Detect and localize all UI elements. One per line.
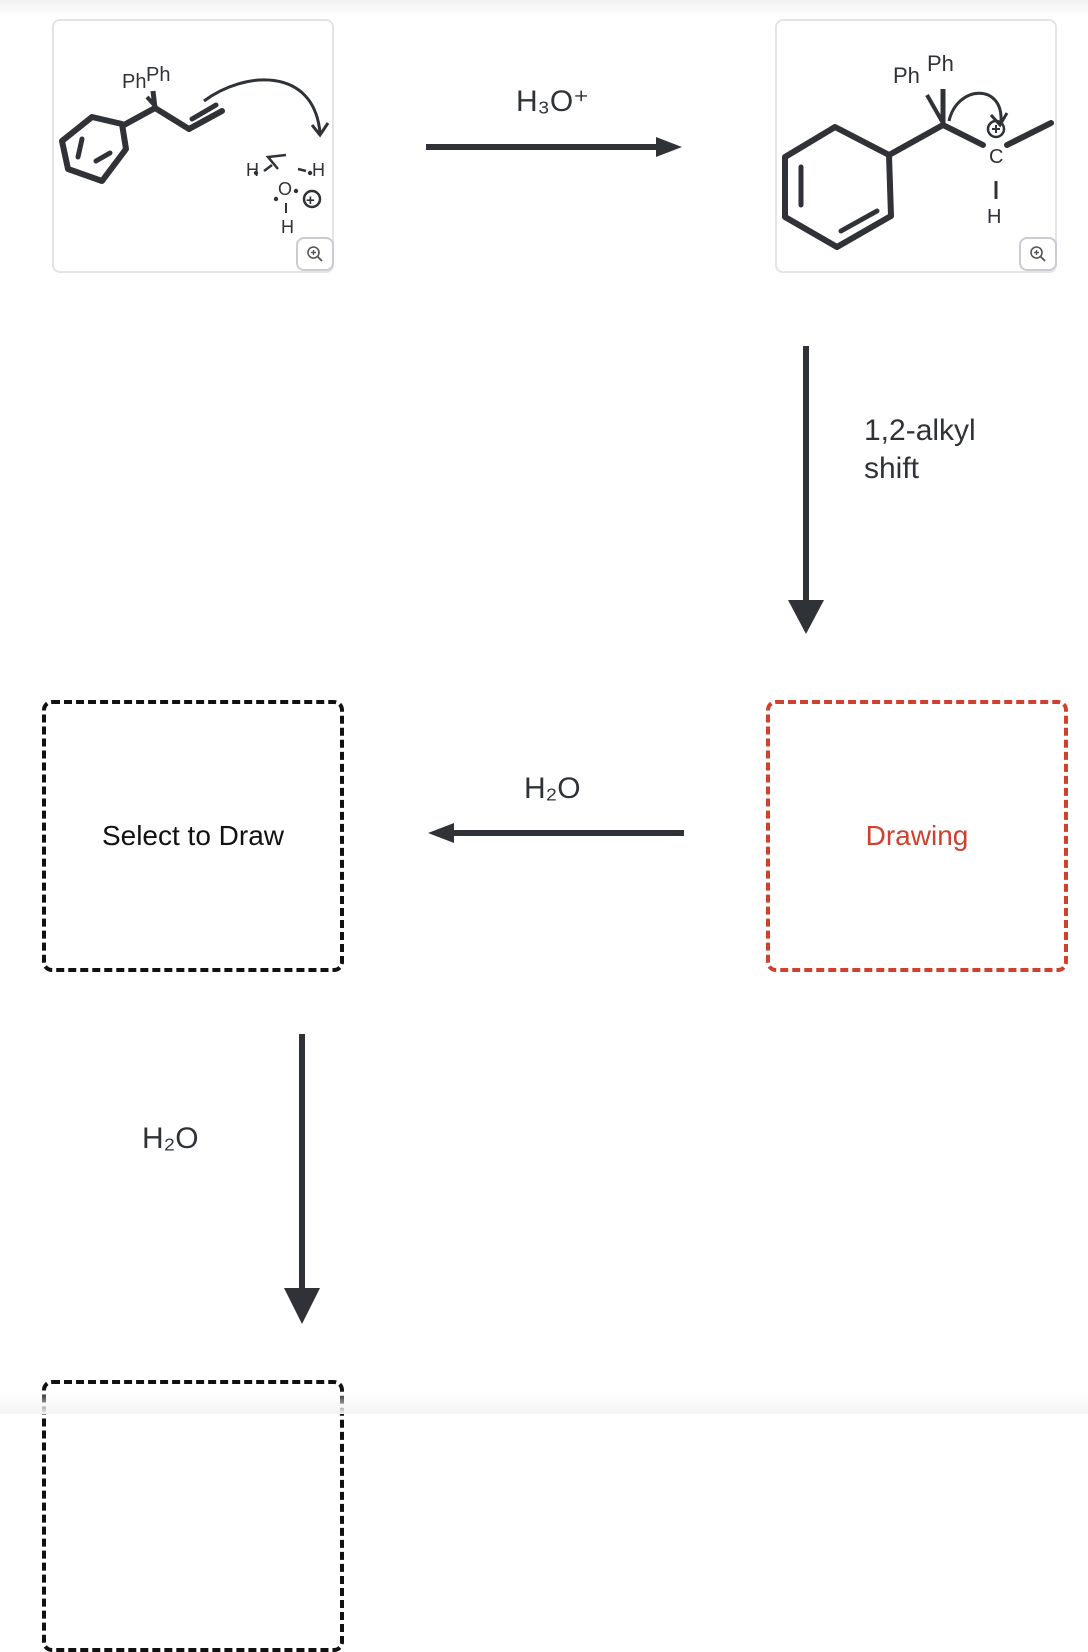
reagent-line: shift <box>864 452 920 485</box>
select-to-draw-label: Select to Draw <box>101 820 285 851</box>
draw-box-next[interactable] <box>42 1380 344 1652</box>
zoom-button[interactable] <box>296 237 334 271</box>
hydrogen-label: H <box>312 160 325 180</box>
hydrogen-label: H <box>246 160 259 180</box>
reagent-label-step4: H₂O <box>142 1122 199 1155</box>
zoom-in-icon <box>1030 246 1046 262</box>
arrow-down-icon <box>284 1034 320 1324</box>
mechanism-card-start[interactable]: Ph Ph H H O H + <box>52 19 334 273</box>
structure-carbocation: Ph Ph C H <box>782 51 1054 250</box>
reagent-label-step3: H₂O <box>524 772 581 805</box>
structure-start: Ph Ph H H O H + <box>59 64 330 237</box>
phenyl-label: Ph <box>927 51 954 76</box>
mechanism-card-carbocation[interactable]: Ph Ph C H <box>775 19 1057 273</box>
reagent-line: 1,2-alkyl <box>864 414 976 447</box>
reagent-label-step1: H₃O⁺ <box>516 85 590 118</box>
close-icon[interactable] <box>528 0 578 16</box>
hydrogen-label: H <box>281 217 294 237</box>
charge-label: + <box>306 192 315 209</box>
zoom-button[interactable] <box>1019 237 1057 271</box>
drawing-label: Drawing <box>865 820 969 851</box>
reagent-label-step2: 1,2-alkyl shift <box>864 412 976 488</box>
phenyl-label: Ph <box>146 64 170 86</box>
phenyl-label: Ph <box>893 63 920 88</box>
draw-box-select[interactable]: Select to Draw <box>42 700 344 972</box>
bottom-fade <box>0 1390 1088 1414</box>
arrow-down-icon <box>788 346 824 634</box>
top-shade <box>0 0 1088 18</box>
arrow-left-icon <box>428 823 684 843</box>
carbon-label: C <box>989 146 1003 168</box>
oxygen-label: O <box>278 179 292 199</box>
zoom-in-icon <box>307 246 323 262</box>
arrow-right-icon <box>426 137 682 157</box>
draw-box-active[interactable]: Drawing <box>766 700 1068 972</box>
phenyl-label: Ph <box>122 71 146 93</box>
hydrogen-label: H <box>987 206 1001 228</box>
